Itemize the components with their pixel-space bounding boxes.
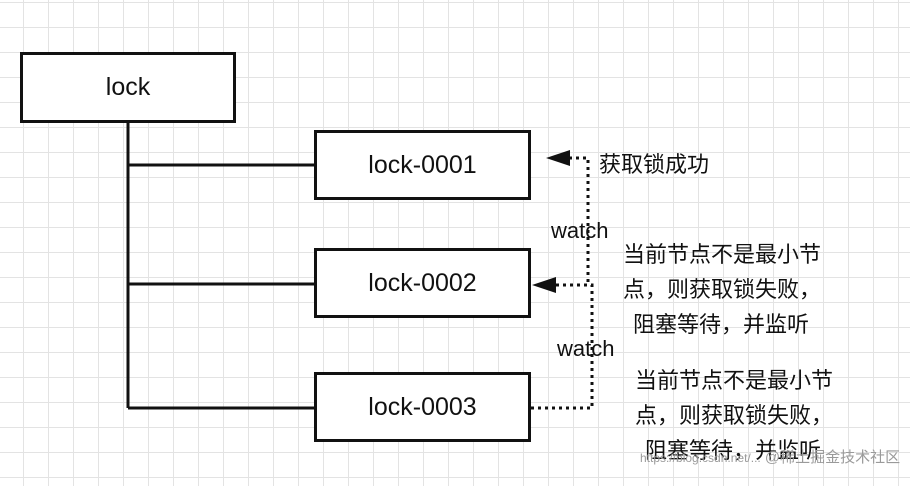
- lock-0001-node: lock-0001: [314, 130, 531, 200]
- lock-0003-note: 当前节点不是最小节 点，则获取锁失败， 阻塞等待，并监听: [635, 363, 833, 468]
- note-line: 阻塞等待，并监听: [633, 312, 810, 337]
- lock-0002-node: lock-0002: [314, 248, 531, 318]
- lock-root-node: lock: [20, 52, 236, 123]
- note-line: 点，则获取锁失败，: [635, 403, 834, 428]
- watermark-brand: @稀土掘金技术社区: [764, 449, 901, 466]
- note-line: 当前节点不是最小节: [623, 242, 822, 267]
- lock-0001-label: lock-0001: [368, 150, 477, 179]
- note-line: 当前节点不是最小节: [635, 368, 834, 393]
- lock-0002-note: 当前节点不是最小节 点，则获取锁失败， 阻塞等待，并监听: [623, 237, 821, 342]
- watermark-url: https://blog.csdn.net/...: [640, 451, 761, 465]
- lock-0003-label: lock-0003: [368, 392, 477, 421]
- note-line: 点，则获取锁失败，: [623, 277, 822, 302]
- arrowhead-2: [532, 277, 556, 293]
- lock-acquired-label: 获取锁成功: [599, 152, 710, 177]
- lock-root-label: lock: [105, 73, 151, 101]
- watch-arrow-2: [531, 283, 594, 410]
- watch-label-2: watch: [557, 336, 615, 361]
- watch-label-1: watch: [551, 218, 609, 243]
- arrowhead-1: [546, 150, 570, 166]
- note-line: 阻塞等待，并监听: [645, 438, 822, 463]
- lock-0002-label: lock-0002: [368, 268, 477, 297]
- watermark: https://blog.csdn.net/... @稀土掘金技术社区: [640, 448, 900, 468]
- lock-0003-node: lock-0003: [314, 372, 531, 442]
